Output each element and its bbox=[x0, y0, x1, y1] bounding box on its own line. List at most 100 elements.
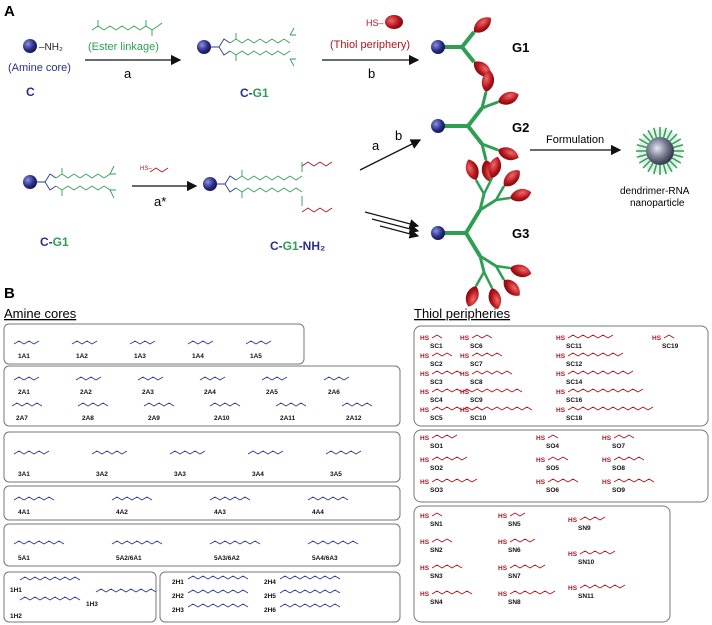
nanoparticle-spike bbox=[671, 157, 682, 164]
g2-dendrimer: G2 bbox=[431, 69, 529, 183]
amine-5A-0: 5A1 bbox=[18, 555, 30, 562]
thiol-sc-c-0: SC11 bbox=[566, 343, 582, 350]
thiol-sc-b-4: SC10 bbox=[470, 415, 487, 422]
g1-label: G1 bbox=[512, 40, 529, 55]
bond-line bbox=[247, 450, 284, 455]
thiol-sn-a-0: SN1 bbox=[430, 521, 443, 528]
bond-line bbox=[431, 478, 478, 483]
bond-line bbox=[307, 496, 349, 501]
svg-text:C-G1: C-G1 bbox=[240, 86, 269, 100]
bond-line bbox=[471, 388, 523, 393]
core-ball-icon bbox=[197, 40, 211, 54]
thiol-sn-b-1: SN6 bbox=[508, 547, 521, 554]
bond-line bbox=[431, 564, 463, 569]
arrow-to-g2 bbox=[359, 139, 422, 171]
bond-line bbox=[431, 456, 468, 461]
nanoparticle-spike bbox=[638, 138, 649, 145]
cg1-structure-bottom: C-G1 bbox=[23, 165, 116, 249]
bond-line bbox=[471, 334, 493, 339]
amine-3A-2: 3A3 bbox=[174, 471, 186, 478]
thiol-so-b-2: SO6 bbox=[546, 487, 559, 494]
bond-line bbox=[19, 576, 81, 581]
bond-line bbox=[209, 496, 251, 501]
bond-line bbox=[579, 584, 626, 589]
hs-label: HS bbox=[498, 565, 508, 572]
nanoparticle-icon bbox=[636, 127, 684, 175]
bond-line bbox=[471, 406, 533, 411]
hs-label: HS bbox=[420, 353, 430, 360]
amine-box-3 bbox=[3, 431, 401, 483]
bond-line bbox=[111, 496, 153, 501]
nanoparticle-spike bbox=[671, 138, 682, 145]
core-ball-icon bbox=[203, 177, 217, 191]
nanoparticle-spike bbox=[662, 127, 667, 138]
core-c-label: C bbox=[26, 85, 35, 99]
hs-label: HS bbox=[420, 591, 430, 598]
thiol-box-sn bbox=[413, 505, 671, 623]
bond-line bbox=[261, 376, 288, 381]
amine-2H-0: 2H1 bbox=[172, 579, 184, 586]
amine-2H-1: 2H2 bbox=[172, 593, 184, 600]
cg1-nh2-structure: C-G1-NH₂ bbox=[203, 161, 333, 253]
nanoparticle-spike bbox=[636, 144, 647, 149]
bond-line bbox=[209, 540, 261, 545]
hs-label: HS bbox=[420, 539, 430, 546]
hs-label: HS bbox=[498, 513, 508, 520]
bond-line bbox=[275, 402, 307, 407]
thiol-drop-icon bbox=[462, 157, 482, 183]
svg-text:C-G1-NH₂: C-G1-NH₂ bbox=[270, 239, 325, 253]
bond-line bbox=[209, 402, 241, 407]
amine-1A-2: 1A3 bbox=[134, 353, 146, 360]
bond-line bbox=[307, 540, 359, 545]
bond-line bbox=[129, 340, 156, 345]
hs-label: HS bbox=[556, 371, 566, 378]
bond-line bbox=[187, 603, 249, 608]
cg1-bottom-prefix: C- bbox=[40, 235, 53, 249]
hs-label: HS bbox=[420, 479, 430, 486]
bond-line bbox=[509, 538, 536, 543]
cg1nh2-mid: G1 bbox=[283, 239, 299, 253]
bond-line bbox=[471, 370, 513, 375]
amine-box-2 bbox=[3, 365, 401, 427]
bond-line bbox=[137, 376, 164, 381]
thiol-so-a-2: SO3 bbox=[430, 487, 443, 494]
amine-2A-top-4: 2A5 bbox=[266, 389, 278, 396]
thiol-drop-icon bbox=[508, 262, 533, 280]
amine-1H-1: 1H2 bbox=[10, 613, 22, 620]
hs-label: HS bbox=[536, 457, 546, 464]
thiol-sc-a-3: SC4 bbox=[430, 397, 443, 404]
amine-core-nh2: –NH₂ bbox=[39, 42, 63, 53]
bond-line bbox=[95, 588, 157, 593]
thiol-sn-c-0: SN9 bbox=[578, 525, 591, 532]
thiol-drop-icon bbox=[462, 283, 482, 309]
hs-label: HS bbox=[420, 407, 430, 414]
core-ball-icon bbox=[431, 119, 445, 133]
step-a-label-top: a bbox=[124, 66, 132, 81]
thiol-sc-b-1: SC7 bbox=[470, 361, 483, 368]
hs-label: HS bbox=[568, 551, 578, 558]
bond-line bbox=[567, 352, 624, 357]
cg1-structure-top: C-G1 bbox=[197, 27, 296, 100]
hs-label: HS bbox=[498, 591, 508, 598]
bond-line bbox=[13, 450, 50, 455]
bond-line bbox=[11, 402, 43, 407]
bond-line bbox=[169, 450, 206, 455]
hs-label: HS bbox=[536, 435, 546, 442]
amine-2H-5: 2H6 bbox=[264, 607, 276, 614]
nanoparticle-spike bbox=[662, 164, 667, 175]
g3-label: G3 bbox=[512, 226, 529, 241]
thiol-drop-icon bbox=[385, 15, 403, 29]
amine-4A-2: 4A3 bbox=[214, 509, 226, 516]
amine-1H-0: 1H1 bbox=[10, 587, 22, 594]
hs-label: HS bbox=[602, 479, 612, 486]
hs-label: HS bbox=[602, 435, 612, 442]
amine-2A-bottom-2: 2A9 bbox=[148, 415, 160, 422]
bond-line bbox=[663, 334, 675, 339]
amine-2A-bottom-5: 2A12 bbox=[346, 415, 362, 422]
bond-line bbox=[341, 402, 373, 407]
bond-line bbox=[71, 340, 98, 345]
hs-label: HS bbox=[420, 565, 430, 572]
bond-line bbox=[579, 516, 606, 521]
bond-line bbox=[547, 456, 569, 461]
